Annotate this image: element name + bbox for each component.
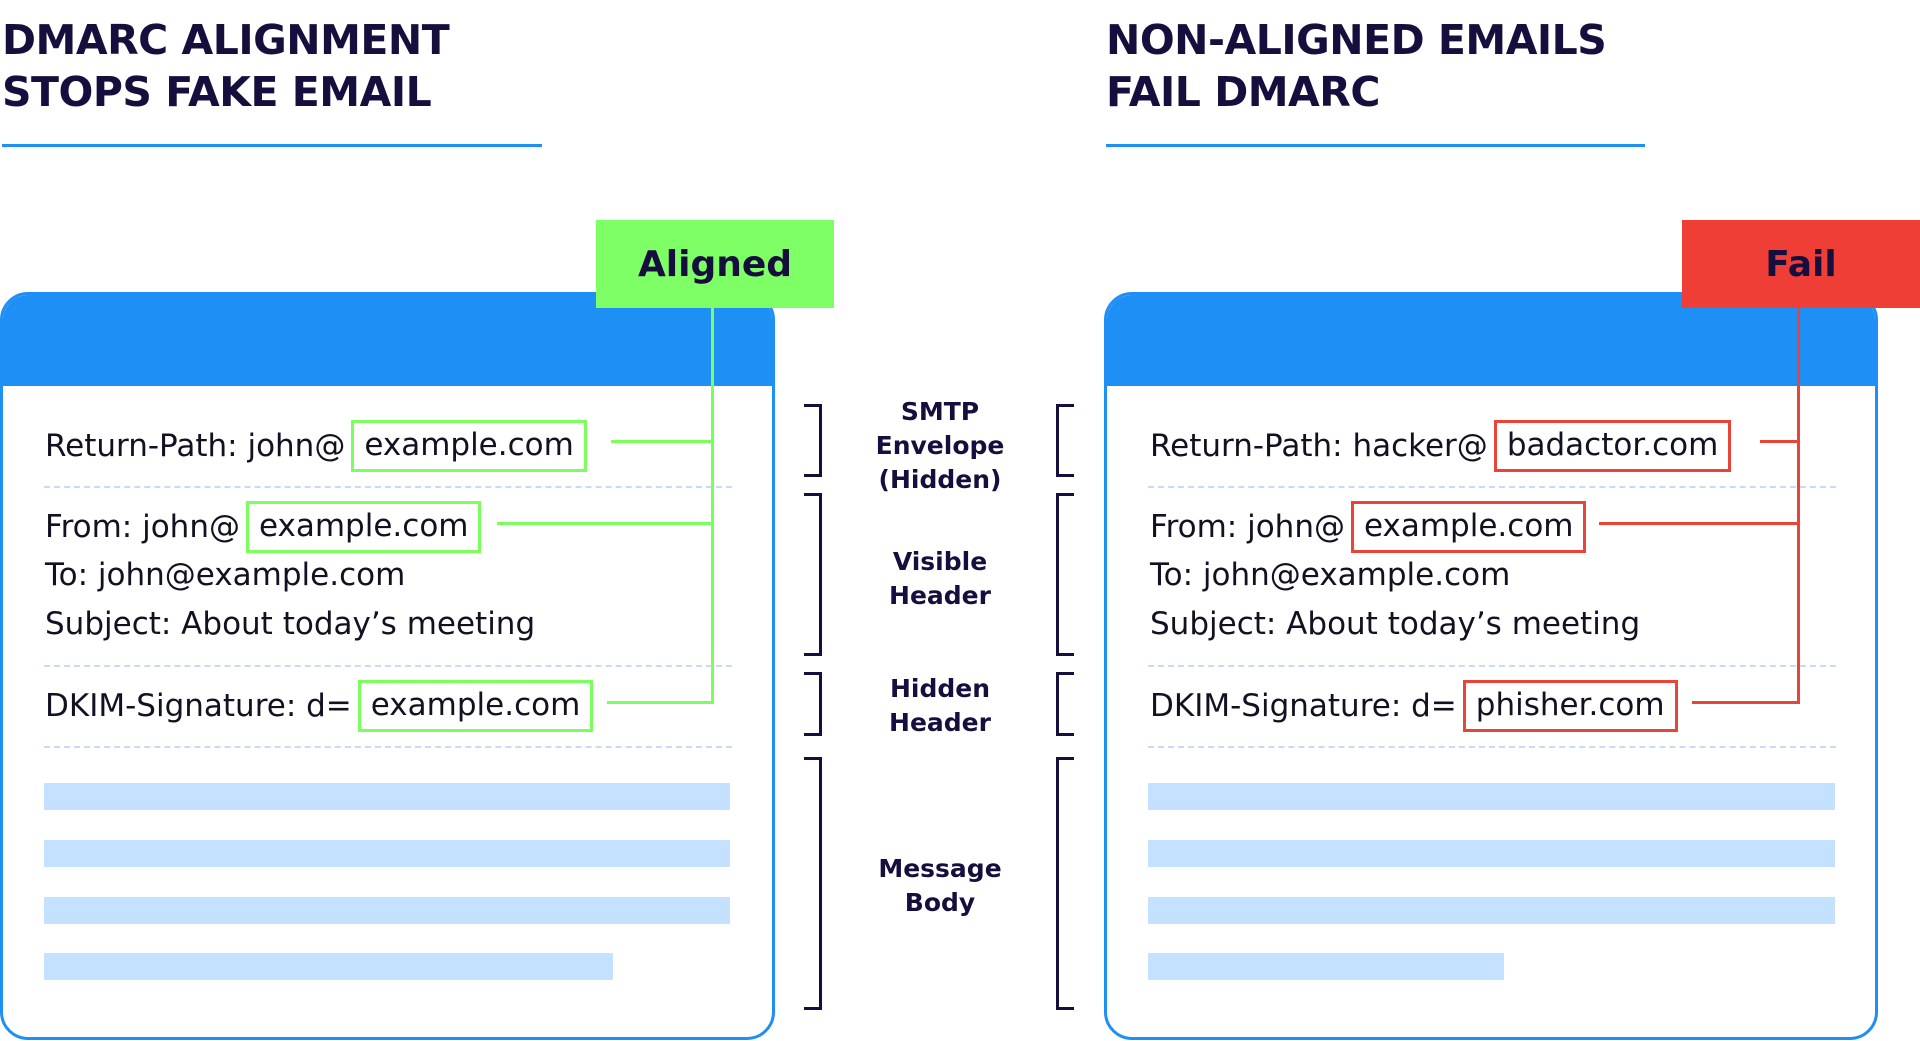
left-body-line-3 (44, 897, 730, 924)
left-alignment-wire-vertical (711, 306, 714, 704)
right-wire-return-path (1760, 440, 1799, 443)
right-return-path-label: Return-Path: hacker@ (1150, 428, 1488, 464)
segment-label-body-line-1: Message (878, 854, 1002, 883)
segment-label-smtp-line-3: (Hidden) (878, 465, 1002, 494)
bracket-left-body (804, 757, 822, 1010)
right-to-line: To: john@example.com (1150, 557, 1511, 593)
left-heading: DMARC ALIGNMENT STOPS FAKE EMAIL (2, 14, 450, 118)
bracket-right-body (1056, 757, 1074, 1010)
segment-label-visible-line-1: Visible (892, 547, 988, 576)
left-to-line: To: john@example.com (45, 557, 406, 593)
aligned-badge: Aligned (596, 220, 834, 308)
left-from-label: From: john@ (45, 509, 240, 545)
left-from-domain: example.com (245, 501, 482, 553)
right-alignment-wire-vertical (1797, 306, 1800, 704)
left-dkim-label: DKIM-Signature: d= (45, 688, 352, 724)
right-dkim-row: DKIM-Signature: d= phisher.com (1150, 680, 1678, 732)
left-from-row: From: john@ example.com (45, 501, 482, 553)
bracket-left-hidden (804, 672, 822, 736)
right-body-line-2 (1148, 840, 1835, 867)
segment-label-smtp-line-2: Envelope (875, 431, 1005, 460)
right-subject-line: Subject: About today’s meeting (1150, 606, 1641, 642)
bracket-right-hidden (1056, 672, 1074, 736)
left-email-titlebar (3, 295, 772, 386)
left-wire-from (497, 522, 713, 525)
left-divider-3 (44, 746, 732, 748)
left-body-line-2 (44, 840, 730, 867)
right-divider-1 (1148, 486, 1836, 488)
segment-label-hidden-header: Hidden Header (860, 672, 1020, 740)
right-body-line-1 (1148, 783, 1835, 810)
left-heading-rule (2, 144, 542, 147)
right-from-label: From: john@ (1150, 509, 1345, 545)
segment-label-hidden-line-1: Hidden (889, 674, 991, 703)
left-heading-line-2: STOPS FAKE EMAIL (2, 68, 432, 116)
left-divider-1 (44, 486, 732, 488)
bracket-right-smtp (1056, 404, 1074, 477)
fail-badge: Fail (1682, 220, 1920, 308)
left-divider-2 (44, 665, 732, 667)
left-subject-line: Subject: About today’s meeting (45, 606, 536, 642)
segment-label-message-body: Message Body (860, 852, 1020, 920)
left-heading-line-1: DMARC ALIGNMENT (2, 16, 450, 64)
right-heading-rule (1106, 144, 1645, 147)
right-divider-3 (1148, 746, 1836, 748)
right-body-line-3 (1148, 897, 1835, 924)
right-dkim-label: DKIM-Signature: d= (1150, 688, 1457, 724)
left-return-path-domain: example.com (351, 420, 587, 472)
right-return-path-domain: badactor.com (1493, 420, 1732, 472)
right-body-line-4 (1148, 953, 1504, 980)
left-wire-dkim (607, 701, 713, 704)
segment-label-visible-line-2: Header (889, 581, 991, 610)
left-body-line-1 (44, 783, 730, 810)
right-email-titlebar (1107, 295, 1875, 386)
right-from-domain: example.com (1350, 501, 1587, 553)
segment-label-visible-header: Visible Header (860, 545, 1020, 613)
segment-label-hidden-line-2: Header (889, 708, 991, 737)
right-dkim-domain: phisher.com (1462, 680, 1678, 732)
left-dkim-row: DKIM-Signature: d= example.com (45, 680, 594, 732)
left-return-path-row: Return-Path: john@ example.com (45, 420, 587, 472)
right-wire-from (1599, 522, 1799, 525)
right-heading: NON-ALIGNED EMAILS FAIL DMARC (1106, 14, 1607, 118)
left-body-line-4 (44, 953, 613, 980)
right-from-row: From: john@ example.com (1150, 501, 1587, 553)
bracket-left-visible (804, 493, 822, 656)
segment-label-body-line-2: Body (904, 888, 976, 917)
right-return-path-row: Return-Path: hacker@ badactor.com (1150, 420, 1732, 472)
right-divider-2 (1148, 665, 1836, 667)
right-heading-line-1: NON-ALIGNED EMAILS (1106, 16, 1607, 64)
segment-label-smtp-envelope: SMTP Envelope (Hidden) (860, 395, 1020, 497)
left-wire-return-path (611, 440, 713, 443)
segment-label-smtp-line-1: SMTP (900, 397, 980, 426)
bracket-left-smtp (804, 404, 822, 477)
left-dkim-domain: example.com (357, 680, 594, 732)
bracket-right-visible (1056, 493, 1074, 656)
left-return-path-label: Return-Path: john@ (45, 428, 346, 464)
right-heading-line-2: FAIL DMARC (1106, 68, 1380, 116)
right-wire-dkim (1692, 701, 1799, 704)
